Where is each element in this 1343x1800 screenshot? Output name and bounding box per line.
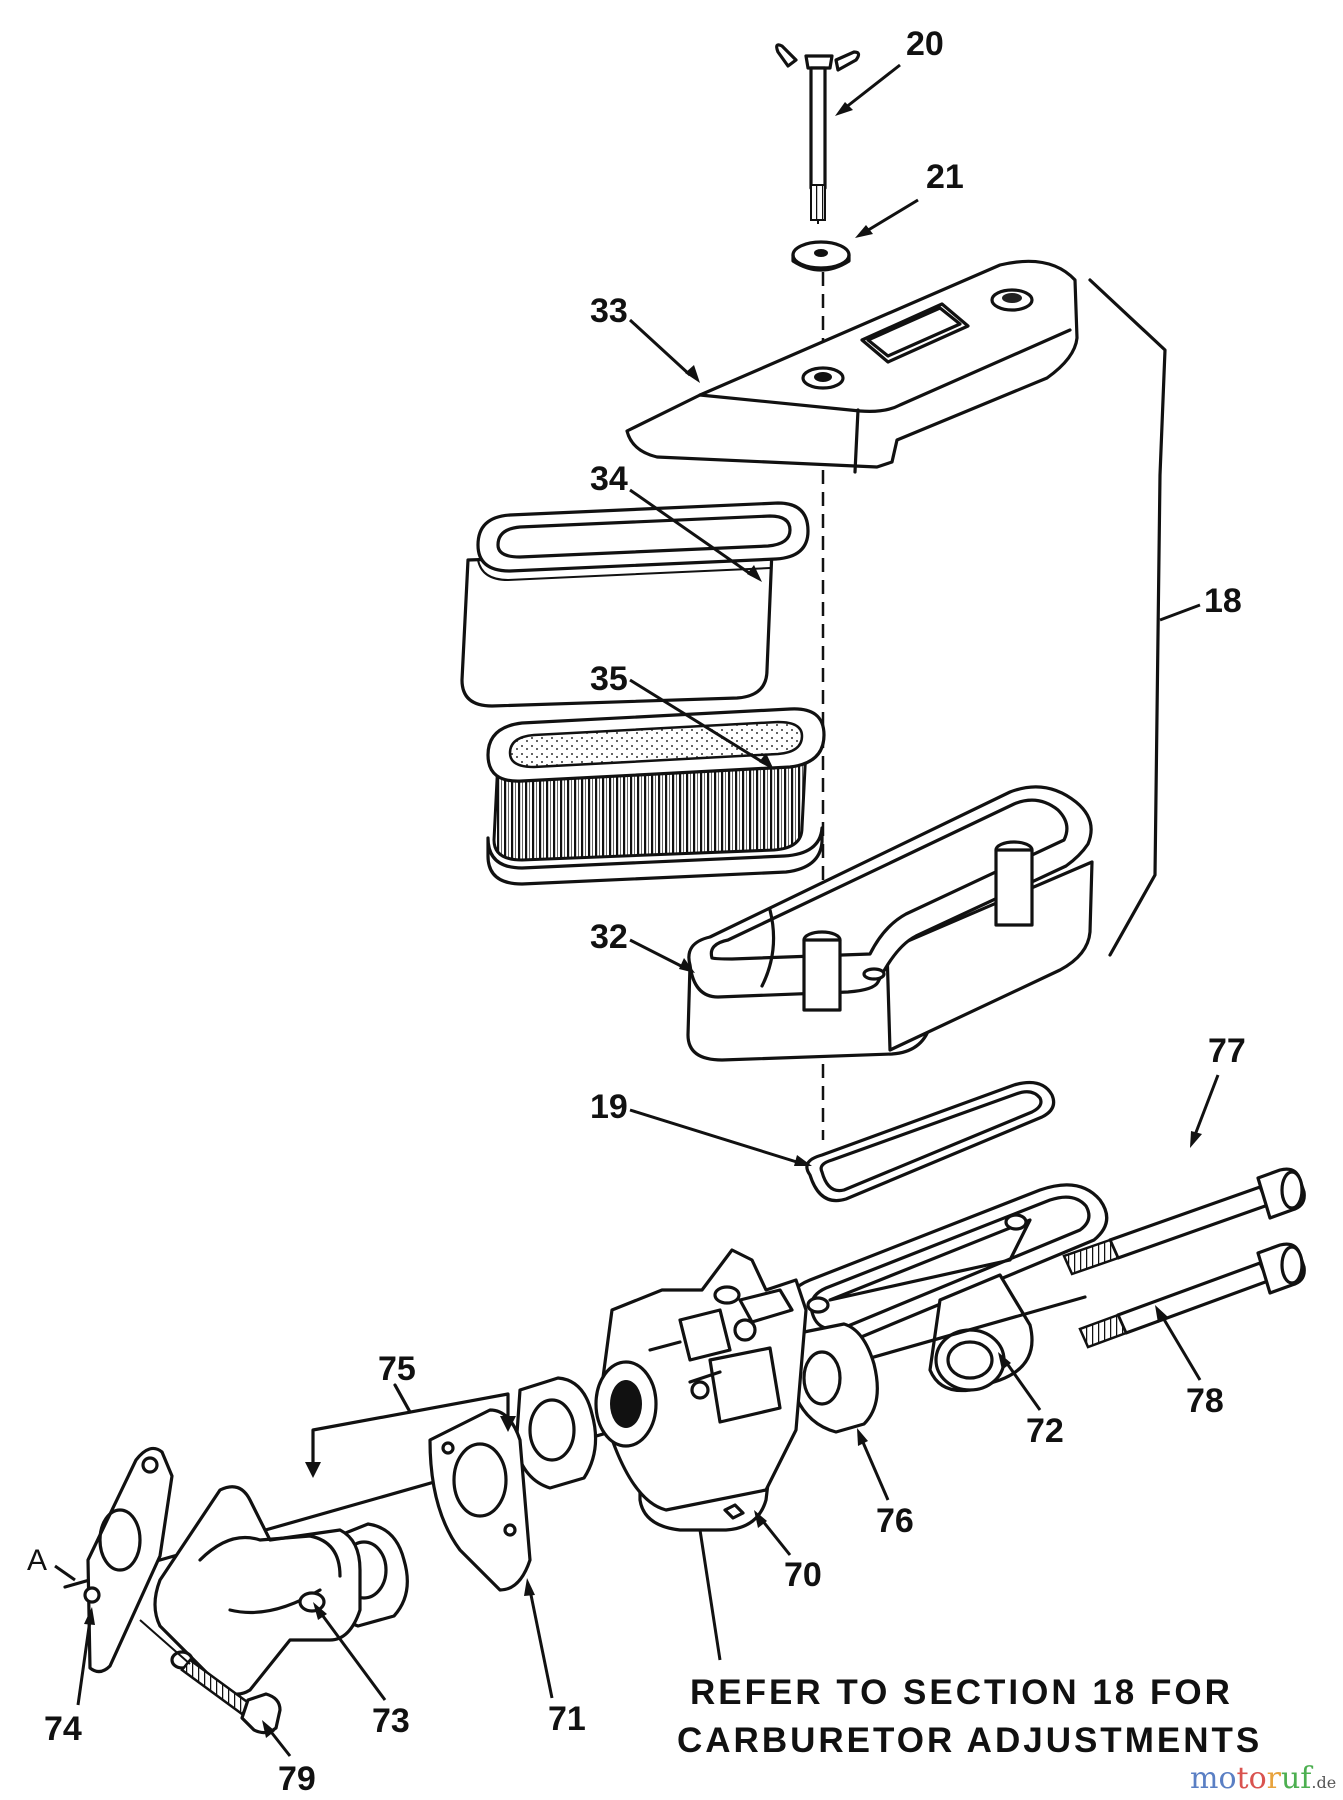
insulator-gasket-part bbox=[514, 1376, 598, 1490]
assembly-bracket-18 bbox=[1088, 278, 1167, 957]
screw-part bbox=[139, 1619, 282, 1735]
callout-73: 73 bbox=[372, 1702, 410, 1740]
callout-71: 71 bbox=[548, 1700, 586, 1738]
callout-labels: 20 21 33 34 35 18 32 19 77 78 72 75 76 7… bbox=[27, 25, 1246, 1798]
callout-33: 33 bbox=[590, 292, 628, 330]
watermark-logo: motoruf.de bbox=[1190, 1761, 1336, 1796]
air-cleaner-cover-part bbox=[625, 259, 1079, 474]
bolt-78-part bbox=[1078, 1242, 1306, 1349]
callout-21: 21 bbox=[926, 158, 964, 196]
leader-lines bbox=[54, 63, 1220, 1757]
callout-74: 74 bbox=[44, 1710, 82, 1748]
wing-bolt-part bbox=[775, 43, 861, 224]
callout-32: 32 bbox=[590, 918, 628, 956]
callout-20: 20 bbox=[906, 25, 944, 63]
callout-18: 18 bbox=[1204, 582, 1242, 620]
callout-70: 70 bbox=[784, 1556, 822, 1594]
callout-19: 19 bbox=[590, 1088, 628, 1126]
callout-A: A bbox=[27, 1544, 47, 1577]
air-cleaner-base-part bbox=[686, 785, 1094, 1062]
leader-75-stem bbox=[393, 1383, 412, 1414]
callout-79: 79 bbox=[278, 1760, 316, 1798]
callout-75: 75 bbox=[378, 1350, 416, 1388]
watermark-brand: motoruf.de bbox=[1190, 1761, 1336, 1796]
callout-76: 76 bbox=[876, 1502, 914, 1540]
callout-78: 78 bbox=[1186, 1382, 1224, 1420]
carburetor-gasket-part bbox=[782, 1322, 879, 1434]
flange-gasket-part bbox=[83, 1446, 174, 1674]
bolt-77-part bbox=[1062, 1167, 1306, 1276]
carburetor-part bbox=[594, 1248, 808, 1532]
paper-filter-part bbox=[486, 707, 826, 886]
insulator-plate-part bbox=[428, 1408, 532, 1592]
leader-18 bbox=[1159, 603, 1201, 622]
pre-cleaner-part bbox=[460, 501, 810, 708]
callout-77: 77 bbox=[1208, 1032, 1246, 1070]
callout-34: 34 bbox=[590, 460, 628, 498]
intake-elbow-part bbox=[153, 1485, 362, 1696]
note-line-2: CARBURETOR ADJUSTMENTS bbox=[677, 1721, 1262, 1760]
callout-72: 72 bbox=[1026, 1412, 1064, 1450]
washer-part bbox=[791, 240, 851, 272]
callout-35: 35 bbox=[590, 660, 628, 698]
note-line-1: REFER TO SECTION 18 FOR bbox=[690, 1673, 1233, 1712]
gasket-part bbox=[805, 1081, 1056, 1203]
